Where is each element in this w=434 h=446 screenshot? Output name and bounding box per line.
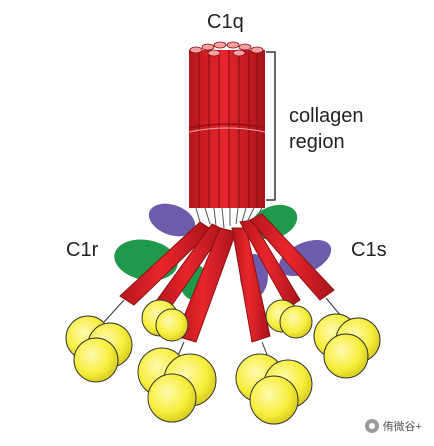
arm-center-left xyxy=(175,227,237,343)
arm-center-right xyxy=(231,227,271,343)
c1q-label: C1q xyxy=(207,11,244,33)
collagen-stalk xyxy=(188,41,266,229)
wechat-logo-icon xyxy=(364,419,379,433)
globular-heads xyxy=(65,299,381,425)
c1s-subunit-left xyxy=(148,203,196,237)
arm-far-left xyxy=(119,221,213,306)
collagen-region-line1: collagen xyxy=(289,105,364,127)
arm-far-right xyxy=(249,213,335,301)
collagen-region-label: collagen region xyxy=(289,103,364,155)
collagen-region-line2: region xyxy=(289,131,345,153)
collagen-arms xyxy=(119,213,335,343)
c1r-label: C1r xyxy=(66,239,99,261)
arm-right-back xyxy=(239,219,301,309)
collagen-region-bracket xyxy=(266,51,276,201)
c1s-label: C1s xyxy=(351,239,387,261)
watermark-text: 侑微谷+ xyxy=(382,421,422,433)
watermark: 侑微谷+ xyxy=(364,418,422,434)
